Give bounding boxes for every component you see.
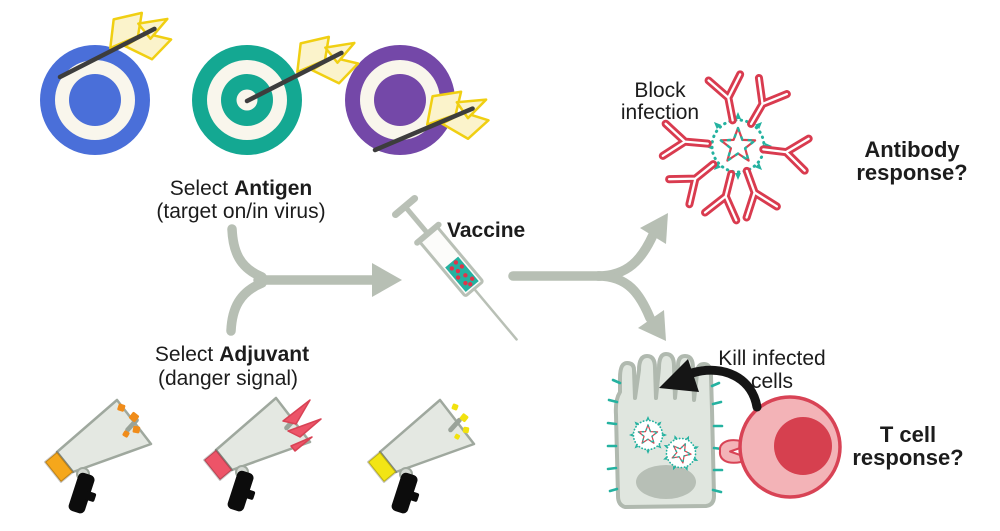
split-arrow — [508, 213, 668, 341]
block-infection-label-line2: infection — [621, 101, 699, 124]
antibody-icon — [709, 74, 749, 123]
adjuvant-sublabel: (danger signal) — [158, 367, 298, 390]
antibody-response-label-line2: response? — [856, 160, 967, 185]
antibody-icon — [761, 133, 808, 170]
antibody-icon — [663, 124, 709, 160]
syringe-plunger-rod — [404, 206, 429, 234]
syringe-icon — [391, 194, 518, 341]
sound-marks-yellow — [451, 403, 470, 440]
syringe-flange — [414, 221, 442, 246]
split-arrow-down-curve — [593, 271, 655, 323]
tcell-response-label-line1: T cell — [880, 422, 936, 447]
antibody-icon — [705, 170, 747, 220]
vaccine-particles — [449, 260, 475, 287]
merge-arrow-top-curve — [227, 224, 267, 282]
kill-infected-label-line1: Kill infected — [718, 347, 825, 370]
adjuvant-options — [43, 396, 476, 518]
antibody-response-label-line1: Antibody — [864, 137, 960, 162]
split-arrow-up-curve — [593, 230, 658, 281]
cell-membrane — [613, 352, 716, 509]
kill-infected-label-line2: cells — [751, 370, 793, 393]
megaphone-yellow-icon — [366, 398, 476, 518]
merge-arrow-bottom-curve — [226, 278, 267, 336]
merge-arrow — [226, 224, 402, 336]
membrane-spikes — [606, 378, 724, 494]
cell-nucleus — [636, 465, 696, 499]
kill-arrow — [659, 359, 762, 412]
block-infection-label-line1: Block — [634, 79, 686, 102]
antigen-sublabel: (target on/in virus) — [156, 200, 325, 223]
virus-in-cell-icon — [628, 415, 668, 455]
split-arrowhead-down — [638, 310, 666, 341]
merge-arrowhead — [372, 263, 402, 297]
t-cell-nucleus — [774, 417, 832, 475]
syringe-plunger-handle — [391, 194, 419, 219]
infected-cell-icon — [606, 352, 724, 509]
tcell-response-label-line2: response? — [852, 445, 963, 470]
split-arrowhead-up — [640, 213, 668, 244]
sound-marks-red — [282, 399, 322, 452]
sound-marks-orange — [117, 403, 141, 438]
syringe-needle — [472, 287, 518, 341]
t-cell-icon — [718, 395, 842, 499]
antigen-options — [40, 0, 497, 174]
vaccine-label: Vaccine — [447, 219, 525, 242]
